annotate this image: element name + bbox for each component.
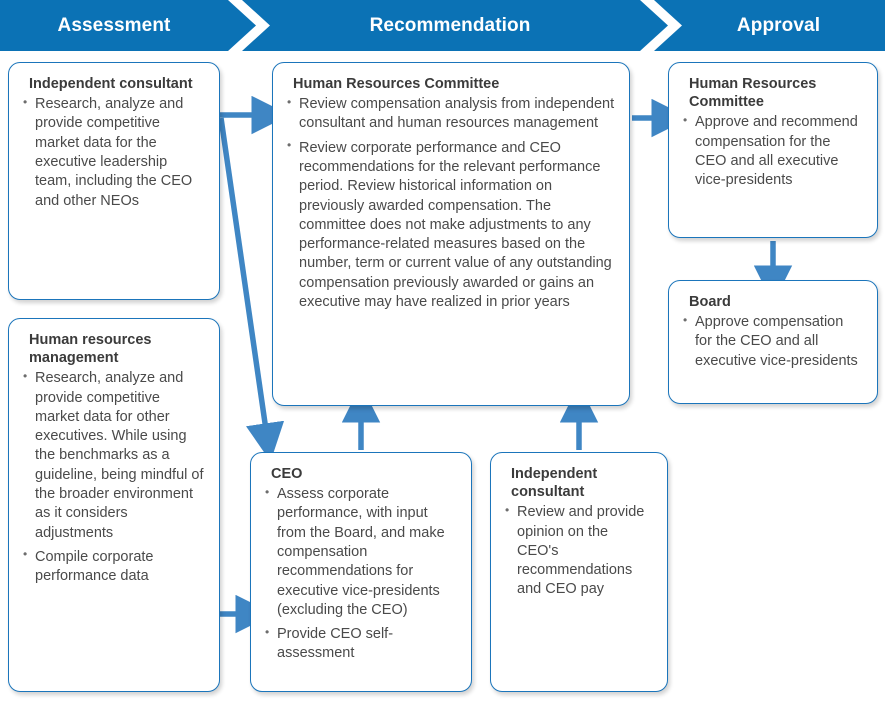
card-hr-committee-recommendation: Human Resources Committee Review compens…: [272, 62, 630, 406]
card-bullet-list: Research, analyze and provide competitiv…: [23, 369, 205, 586]
card-hr-committee-approval: Human Resources Committee Approve and re…: [668, 62, 878, 238]
list-item: Research, analyze and provide competitiv…: [23, 369, 205, 543]
list-item: Compile corporate performance data: [23, 547, 205, 587]
arrow-consultant-to-ceo: [218, 117, 285, 462]
list-item: Review corporate performance and CEO rec…: [287, 138, 615, 313]
card-bullet-list: Review compensation analysis from indepe…: [287, 95, 615, 312]
card-ceo: CEO Assess corporate performance, with i…: [250, 452, 472, 692]
card-bullet-list: Review and provide opinion on the CEO's …: [505, 503, 653, 599]
card-title: Independent consultant: [29, 76, 193, 92]
list-item: Review and provide opinion on the CEO's …: [505, 503, 653, 599]
phase-label-assessment: Assessment: [57, 14, 171, 36]
card-title: CEO: [271, 466, 303, 482]
card-title: Board: [689, 294, 731, 310]
list-item: Provide CEO self-assessment: [265, 625, 457, 664]
card-title: Independent consultant: [511, 466, 598, 501]
list-item: Assess corporate performance, with input…: [265, 485, 457, 620]
card-bullet-list: Research, analyze and provide competitiv…: [23, 95, 205, 211]
card-title: Human Resources Committee: [689, 76, 817, 111]
card-bullet-list: Approve and recommend compensation for t…: [683, 113, 863, 190]
list-item: Approve and recommend compensation for t…: [683, 113, 863, 190]
card-independent-consultant-review: Independent consultant Review and provid…: [490, 452, 668, 692]
phase-label-recommendation: Recommendation: [369, 14, 531, 36]
list-item: Research, analyze and provide competitiv…: [23, 95, 205, 211]
card-independent-consultant: Independent consultant Research, analyze…: [8, 62, 220, 300]
card-title: Human resources management: [29, 332, 152, 367]
chevron-right-icon: [640, 0, 702, 51]
card-bullet-list: Approve compensation for the CEO and all…: [683, 313, 863, 371]
card-bullet-list: Assess corporate performance, with input…: [265, 485, 457, 664]
list-item: Approve compensation for the CEO and all…: [683, 313, 863, 371]
phase-header-band: [0, 0, 885, 51]
phase-label-approval: Approval: [736, 14, 821, 36]
card-board: Board Approve compensation for the CEO a…: [668, 280, 878, 404]
chevron-right-icon: [228, 0, 290, 51]
card-hr-management: Human resources management Research, ana…: [8, 318, 220, 692]
list-item: Review compensation analysis from indepe…: [287, 95, 615, 134]
card-title: Human Resources Committee: [293, 76, 500, 92]
